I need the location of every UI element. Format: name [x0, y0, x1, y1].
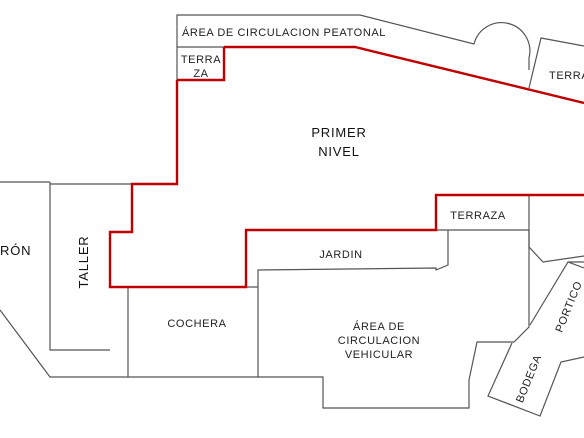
label-primer-nivel-2: NIVEL [318, 144, 360, 159]
wall-portico [529, 261, 584, 326]
wall-right-upper [528, 230, 584, 263]
wall-peatonal [176, 14, 531, 70]
label-primer-nivel-1: PRIMER [311, 125, 366, 140]
label-bodega: BODEGA [514, 353, 544, 405]
label-taller: TALLER [76, 236, 91, 289]
label-terraza-small-1: TERRA [181, 54, 221, 66]
primer-nivel-boundary [108, 45, 584, 289]
wall-jardin [246, 230, 449, 288]
label-terraza-right: TERRA [549, 70, 584, 82]
label-salon-partial: RÓN [0, 243, 31, 258]
walls [0, 14, 584, 417]
wall-cochera [127, 287, 259, 378]
label-vehicular-1: ÁREA DE [353, 320, 405, 333]
label-terraza-small-2: ZA [193, 68, 208, 80]
label-vehicular-3: VEHICULAR [345, 349, 413, 361]
label-jardin: JARDIN [319, 249, 362, 261]
wall-vehicular [258, 230, 530, 409]
wall-terraza-right [528, 37, 584, 89]
label-terraza-mid: TERRAZA [450, 210, 506, 222]
label-portico: PORTICO [554, 280, 584, 335]
label-vehicular-2: CIRCULACION [338, 335, 420, 347]
label-cochera: COCHERA [167, 318, 226, 330]
wall-bodega [487, 342, 584, 417]
wall-salon [0, 181, 128, 378]
label-peatonal: ÁREA DE CIRCULACION PEATONAL [182, 26, 386, 39]
